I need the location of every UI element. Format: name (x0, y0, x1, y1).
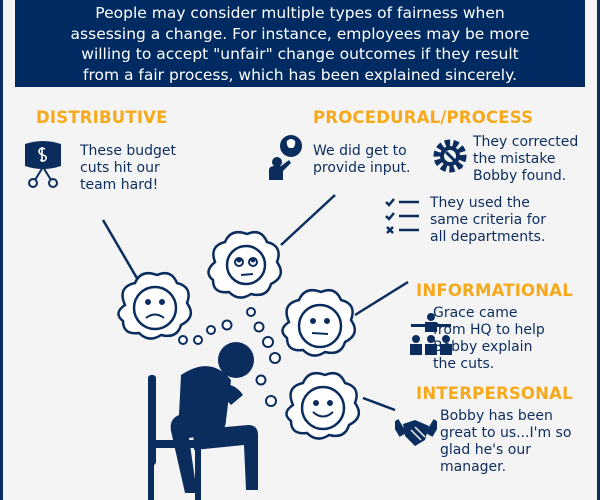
quote-line: from HQ to help (433, 322, 545, 338)
procedural-heading: PROCEDURAL/PROCESS (313, 108, 534, 127)
eye-roll-face-cloud (207, 231, 283, 299)
quote-line: all departments. (430, 229, 546, 245)
face-features (145, 257, 334, 418)
connector-line (101, 219, 140, 281)
procedural-correction-quote: They corrected the mistake Bobby found. (473, 134, 578, 185)
quote-line: same criteria for (430, 212, 546, 228)
smiling-face-cloud (285, 372, 361, 440)
banner-line: People may consider multiple types of fa… (95, 4, 505, 22)
banner-line: from a fair process, which has been expl… (82, 65, 517, 84)
quote-line: team hard! (80, 177, 159, 193)
quote-line: They corrected (473, 134, 579, 150)
intro-banner: People may consider multiple types of fa… (15, 0, 585, 87)
handshake-icon (395, 419, 437, 446)
quote-line: These budget (80, 143, 177, 159)
interpersonal-heading: INTERPERSONAL (416, 384, 573, 403)
quote-line: the mistake (473, 151, 556, 167)
quote-line: We did get to (313, 143, 407, 159)
gear-wrench-icon (433, 139, 467, 173)
quote-line: glad he's our (440, 442, 531, 458)
sad-face-cloud (117, 272, 193, 340)
money-scissors-icon (25, 141, 61, 188)
informational-quote: Grace came from HQ to help Bobby explain… (433, 305, 545, 373)
banner-line: assessing a change. For instance, employ… (70, 24, 530, 43)
banner-line: willing to accept "unfair" change outcom… (81, 45, 519, 63)
procedural-input-quote: We did get to provide input. (313, 143, 411, 177)
distributive-quote: These budget cuts hit our team hard! (80, 143, 176, 194)
quote-line: They used the (430, 195, 530, 211)
distributive-heading: DISTRIBUTIVE (36, 108, 168, 127)
neutral-face-cloud (281, 289, 357, 357)
quote-line: provide input. (313, 160, 411, 176)
quote-line: cuts hit our (80, 160, 160, 176)
quote-line: Bobby has been (440, 408, 553, 424)
checklist-icon (385, 198, 419, 234)
informational-heading: INFORMATIONAL (416, 281, 573, 300)
quote-line: Bobby found. (473, 168, 567, 184)
thought-bubbles (178, 307, 281, 407)
person-on-chair-icon (148, 342, 258, 500)
interpersonal-quote: Bobby has been great to us...I'm so glad… (440, 408, 571, 476)
connector-line (280, 194, 336, 246)
quote-line: the cuts. (433, 356, 495, 372)
connector-line (362, 396, 396, 412)
connector-line (354, 280, 409, 317)
procedural-criteria-quote: They used the same criteria for all depa… (430, 195, 546, 246)
thinking-person-illustration (101, 194, 409, 500)
quote-line: manager. (440, 459, 507, 475)
presenter-audience-icon (410, 313, 452, 355)
person-idea-icon (269, 135, 302, 180)
quote-line: Bobby explain (433, 339, 533, 355)
quote-line: Grace came (433, 305, 518, 321)
quote-line: great to us...I'm so (440, 425, 572, 441)
